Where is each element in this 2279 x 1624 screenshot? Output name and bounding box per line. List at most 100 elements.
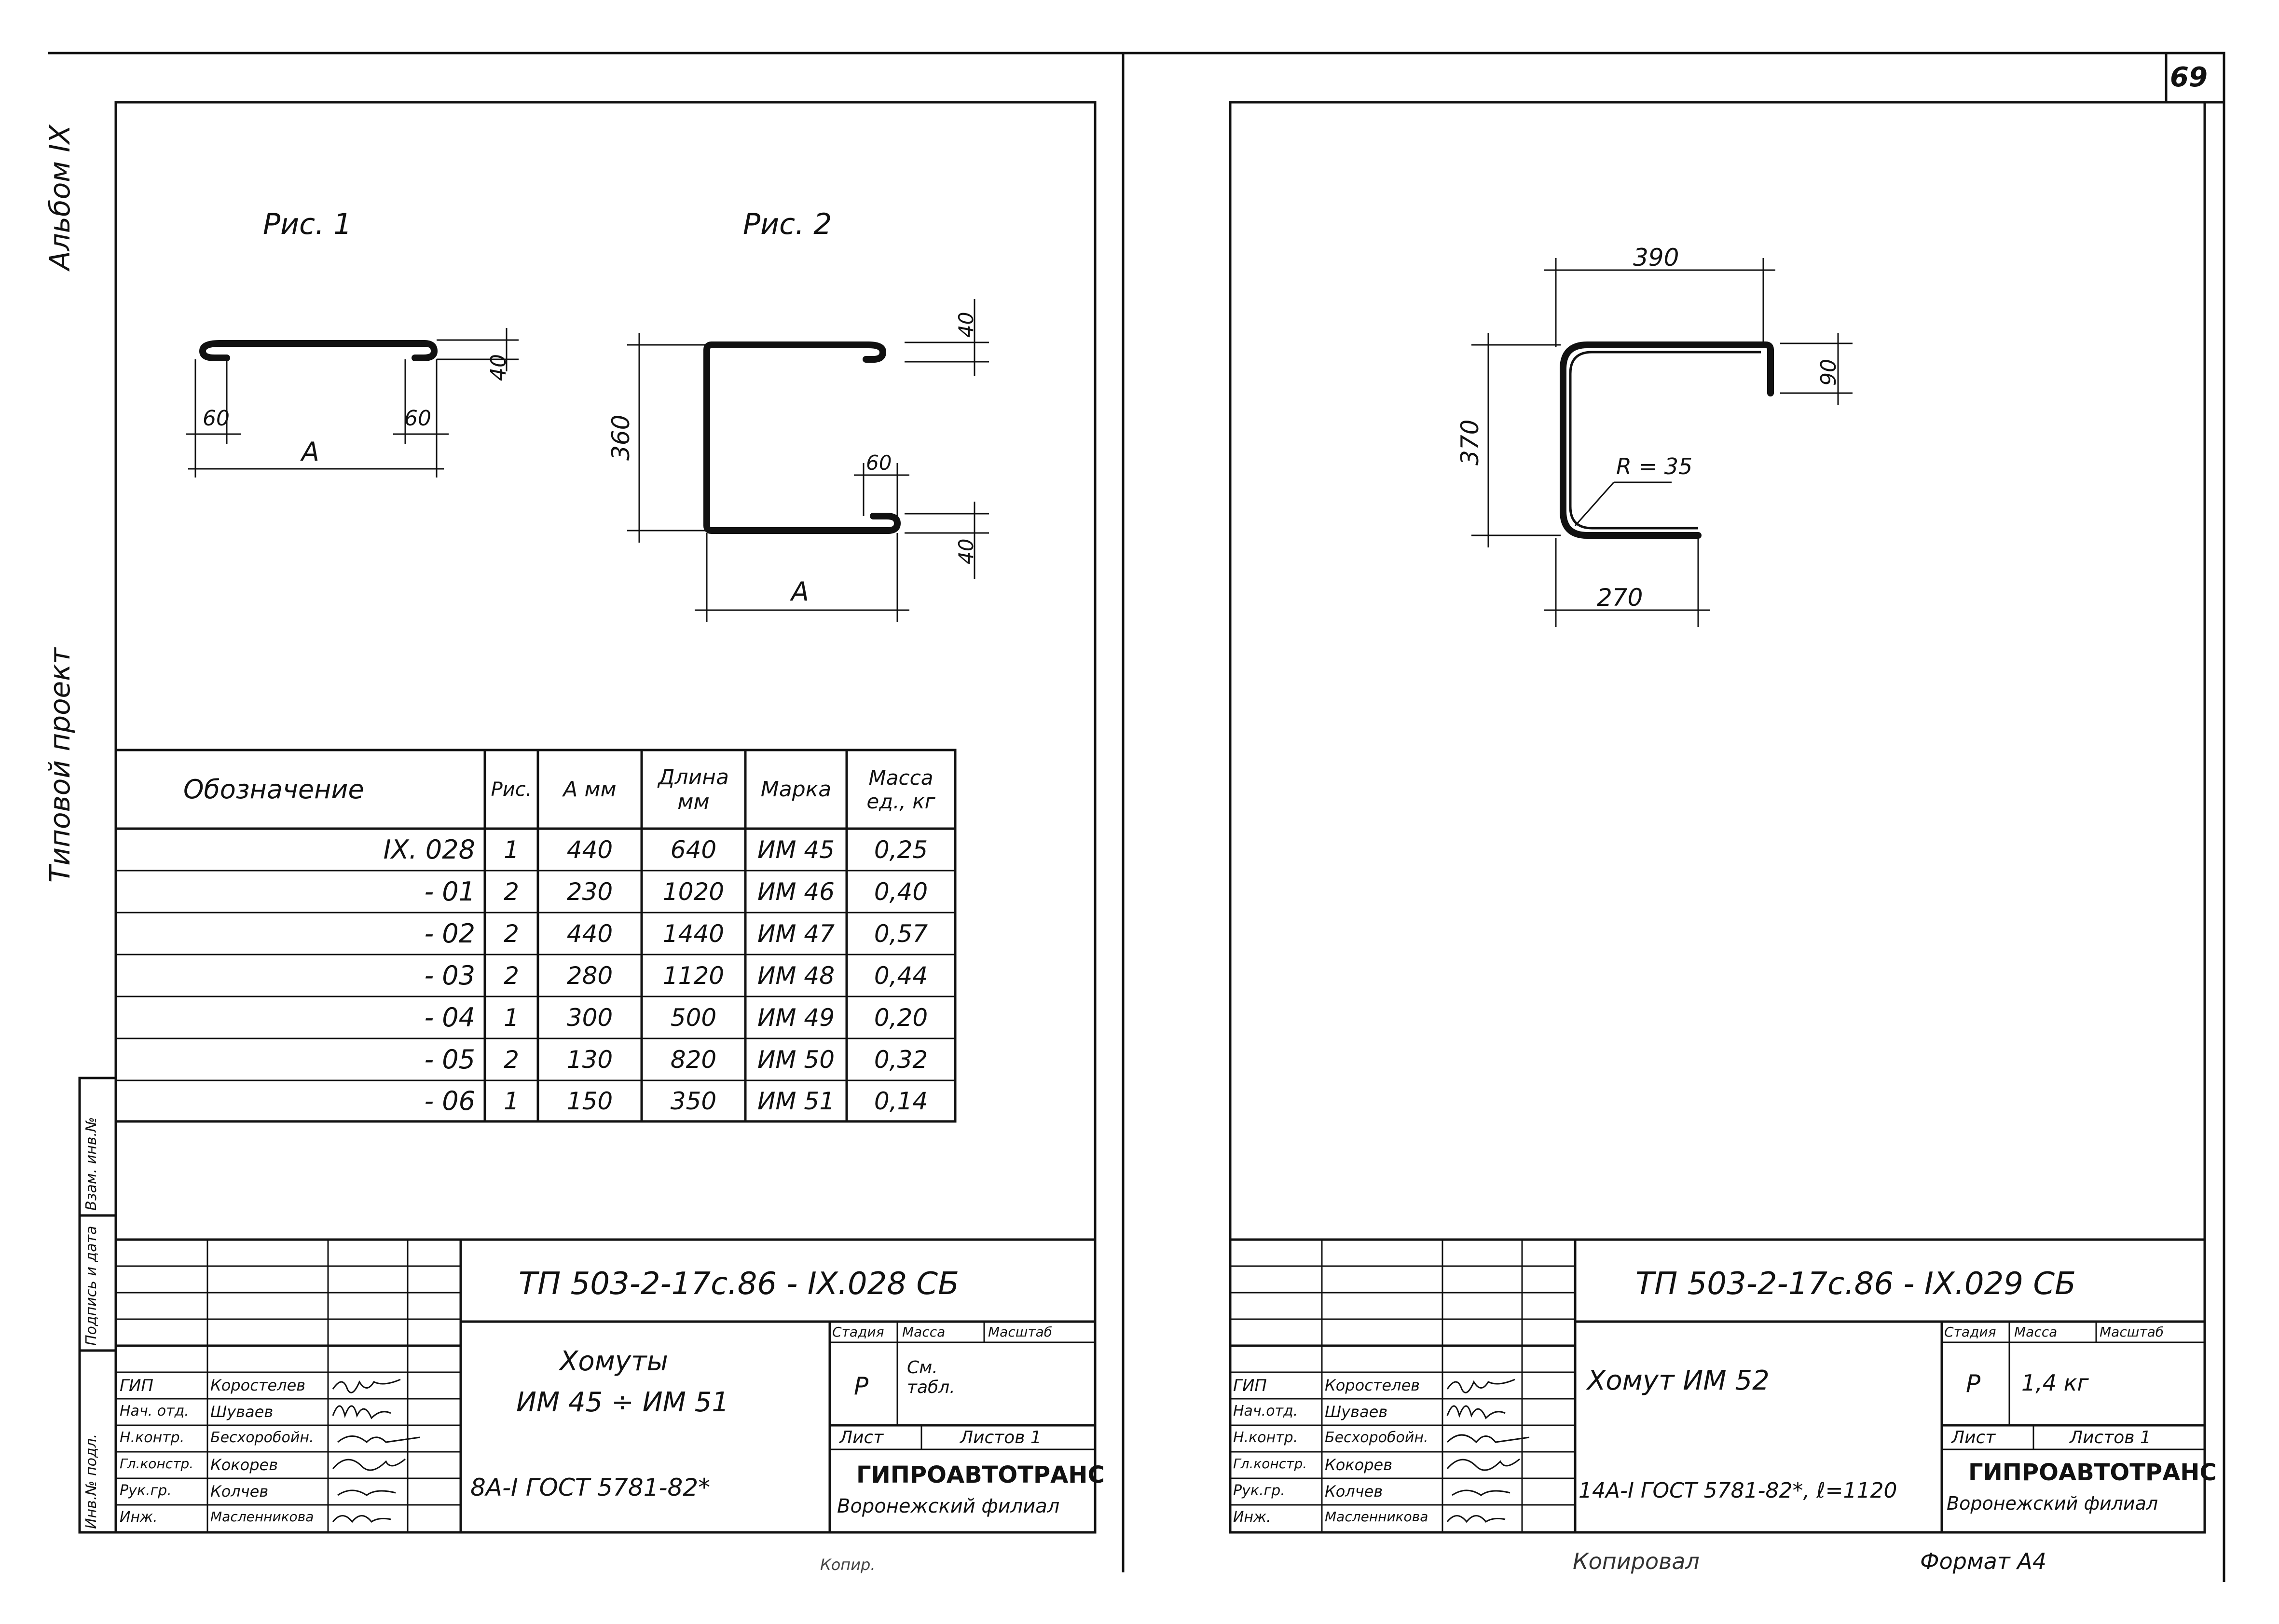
right-sheets-count: Листов 1 bbox=[2070, 1428, 2151, 1447]
right-org-branch: Воронежский филиал bbox=[1947, 1493, 2158, 1514]
table-row-5-fig: 1 bbox=[504, 1003, 519, 1032]
table-header-mass: Масса ед., кг bbox=[866, 765, 935, 813]
right-role-2: Нач.отд. bbox=[1233, 1403, 1298, 1419]
table-row-4-mark: ИМ 48 bbox=[757, 961, 835, 990]
table-row-7-designation: - 06 bbox=[424, 1086, 475, 1116]
table-header-length: Длина мм bbox=[658, 764, 729, 814]
table-row-2-mark: ИМ 46 bbox=[757, 877, 835, 906]
right-role-4: Гл.констр. bbox=[1233, 1456, 1307, 1472]
right-name-5: Колчев bbox=[1325, 1482, 1383, 1501]
fig1-dim-60-right: 60 bbox=[404, 406, 431, 431]
dim-270: 270 bbox=[1597, 584, 1643, 612]
left-sheet-label: Лист bbox=[839, 1428, 884, 1447]
table-row-1-length: 640 bbox=[670, 835, 717, 864]
table-header-designation: Обозначение bbox=[183, 774, 364, 805]
left-role-4: Гл.констр. bbox=[120, 1456, 194, 1472]
table-row-3-mark: ИМ 47 bbox=[757, 919, 835, 948]
right-sheet-label: Лист bbox=[1951, 1428, 1996, 1447]
table-row-5-length: 500 bbox=[670, 1003, 717, 1032]
table-row-1-a: 440 bbox=[566, 835, 613, 864]
table-row-6-mark: ИМ 50 bbox=[757, 1045, 835, 1074]
table-row-5-a: 300 bbox=[566, 1003, 613, 1032]
right-stage-header: Стадия bbox=[1944, 1324, 1996, 1340]
table-row-5-mass: 0,20 bbox=[874, 1003, 928, 1032]
left-org-name: ГИПРОАВТОТРАНС bbox=[856, 1461, 1105, 1488]
table-row-6-fig: 2 bbox=[504, 1045, 519, 1074]
table-row-4-a: 280 bbox=[566, 961, 613, 990]
left-role-1: ГИП bbox=[120, 1376, 153, 1395]
left-org-branch: Воронежский филиал bbox=[837, 1495, 1060, 1517]
left-title-line1: Хомуты bbox=[560, 1346, 668, 1377]
table-row-5-designation: - 04 bbox=[424, 1002, 475, 1033]
table-row-3-mass: 0,57 bbox=[874, 919, 928, 948]
right-role-3: Н.контр. bbox=[1233, 1429, 1298, 1446]
table-row-7-length: 350 bbox=[670, 1087, 717, 1115]
left-title-line2: ИМ 45 ÷ ИМ 51 bbox=[516, 1387, 729, 1418]
table-row-6-a: 130 bbox=[566, 1045, 613, 1074]
table-header-fig: Рис. bbox=[491, 778, 532, 801]
right-material: 14А-I ГОСТ 5781-82*, ℓ=1120 bbox=[1579, 1478, 1897, 1503]
right-mass-value: 1,4 кг bbox=[2021, 1370, 2089, 1396]
left-role-6: Инж. bbox=[120, 1509, 158, 1526]
right-name-3: Бесхоробойн. bbox=[1325, 1429, 1428, 1446]
table-row-6-designation: - 05 bbox=[424, 1044, 475, 1075]
table-row-4-mass: 0,44 bbox=[874, 961, 928, 990]
table-row-7-fig: 1 bbox=[504, 1087, 519, 1115]
table-row-3-designation: - 02 bbox=[424, 918, 475, 949]
table-row-3-a: 440 bbox=[566, 919, 613, 948]
right-stage-value: Р bbox=[1966, 1370, 1981, 1398]
right-title: Хомут ИМ 52 bbox=[1587, 1365, 1770, 1396]
left-name-3: Бесхоробойн. bbox=[210, 1429, 314, 1446]
left-material: 8А-I ГОСТ 5781-82* bbox=[470, 1474, 711, 1501]
table-row-2-length: 1020 bbox=[662, 877, 725, 906]
right-name-4: Кокорев bbox=[1325, 1456, 1393, 1474]
right-drawing-code: ТП 503-2-17с.86 - IX.029 СБ bbox=[1635, 1266, 2076, 1302]
table-row-7-a: 150 bbox=[566, 1087, 613, 1115]
left-role-3: Н.контр. bbox=[120, 1429, 185, 1446]
right-name-6: Масленникова bbox=[1325, 1509, 1428, 1525]
table-row-6-length: 820 bbox=[670, 1045, 717, 1074]
table-row-2-designation: - 01 bbox=[424, 876, 475, 907]
fig2-dim-60: 60 bbox=[866, 451, 892, 475]
left-role-2: Нач. отд. bbox=[120, 1403, 189, 1419]
footer-left-note: Копир. bbox=[820, 1556, 876, 1574]
footer-format: Формат А4 bbox=[1920, 1548, 2046, 1574]
left-name-2: Шуваев bbox=[210, 1403, 274, 1421]
table-row-3-length: 1440 bbox=[662, 919, 725, 948]
fig1-dim-a: А bbox=[302, 437, 319, 467]
table-row-1-designation: IX. 028 bbox=[383, 834, 475, 865]
right-org-name: ГИПРОАВТОТРАНС bbox=[1968, 1459, 2217, 1486]
right-scale-header: Масштаб bbox=[2100, 1324, 2164, 1340]
table-row-1-fig: 1 bbox=[504, 835, 519, 864]
right-role-5: Рук.гр. bbox=[1233, 1482, 1285, 1499]
left-scale-header: Масштаб bbox=[988, 1324, 1053, 1340]
table-row-5-mark: ИМ 49 bbox=[757, 1003, 835, 1032]
left-name-5: Колчев bbox=[210, 1482, 269, 1501]
fig2-dim-a: А bbox=[791, 576, 809, 607]
right-mass-header: Масса bbox=[2014, 1324, 2058, 1340]
table-row-2-a: 230 bbox=[566, 877, 613, 906]
footer-copied: Копировал bbox=[1573, 1548, 1700, 1574]
table-header-a: А мм bbox=[563, 777, 617, 802]
fig1-dim-60-left: 60 bbox=[203, 406, 230, 431]
table-row-4-fig: 2 bbox=[504, 961, 519, 990]
right-role-1: ГИП bbox=[1233, 1376, 1267, 1395]
table-row-3-fig: 2 bbox=[504, 919, 519, 948]
left-stage-header: Стадия bbox=[832, 1324, 884, 1340]
table-row-1-mass: 0,25 bbox=[874, 835, 928, 864]
left-mass-header: Масса bbox=[902, 1324, 946, 1340]
figure-1-title: Рис. 1 bbox=[263, 207, 352, 241]
left-name-4: Кокорев bbox=[210, 1456, 278, 1474]
table-row-1-mark: ИМ 45 bbox=[757, 835, 835, 864]
table-row-2-mass: 0,40 bbox=[874, 877, 928, 906]
right-name-1: Коростелев bbox=[1325, 1376, 1420, 1394]
left-mass-value: См. табл. bbox=[907, 1358, 955, 1397]
